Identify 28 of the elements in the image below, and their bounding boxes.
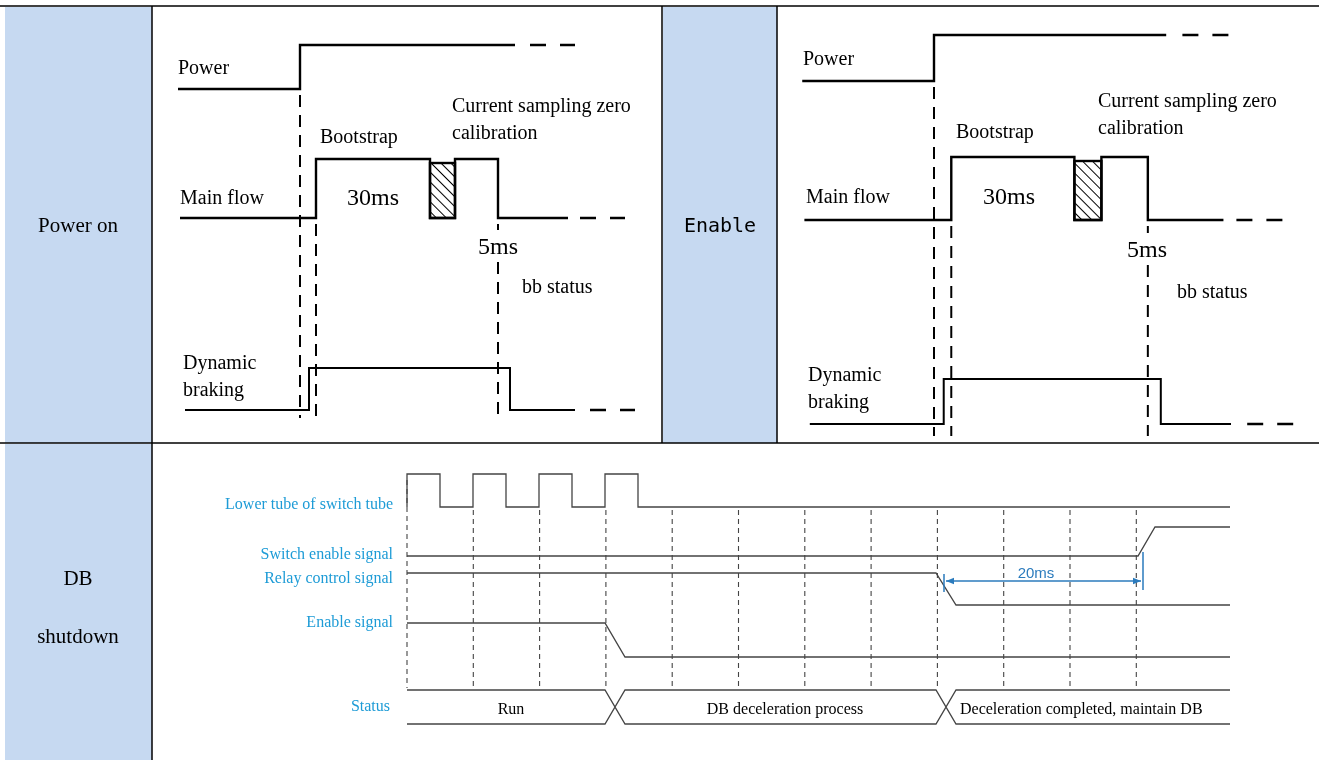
duration-label: 5ms (1127, 235, 1167, 263)
signal-label: Relay control signal (264, 569, 393, 587)
signal-label: Main flow (806, 183, 890, 209)
signal-label: Status (350, 697, 390, 715)
signal-label: Lower tube of switch tube (225, 495, 393, 513)
status-label: bb status (1177, 278, 1248, 304)
phase-label: Current sampling zero calibration (452, 93, 632, 145)
row-header: DB shutdown (36, 565, 120, 650)
signal-label: Main flow (180, 184, 264, 210)
signal-label: Dynamic braking (183, 350, 258, 403)
row-header: Power on (37, 212, 119, 238)
signal-label: Power (803, 45, 855, 71)
signal-label: Power (178, 54, 230, 80)
phase-label: Bootstrap (956, 118, 1034, 145)
phase-label: Bootstrap (320, 123, 398, 150)
duration-label: 5ms (478, 232, 518, 260)
status-label: Run (497, 700, 525, 718)
status-label: Deceleration completed, maintain DB (960, 700, 1203, 718)
status-label: bb status (522, 273, 593, 299)
dimension-label: 20ms (1017, 563, 1055, 581)
phase-label: Current sampling zero calibration (1098, 88, 1278, 140)
status-label: DB deceleration process (706, 700, 864, 718)
signal-label: Dynamic braking (808, 362, 883, 415)
signal-label: Enable signal (306, 613, 393, 631)
row-header: Enable (682, 213, 758, 237)
duration-label: 30ms (983, 182, 1035, 210)
signal-label: Switch enable signal (260, 545, 393, 563)
duration-label: 30ms (347, 183, 399, 211)
